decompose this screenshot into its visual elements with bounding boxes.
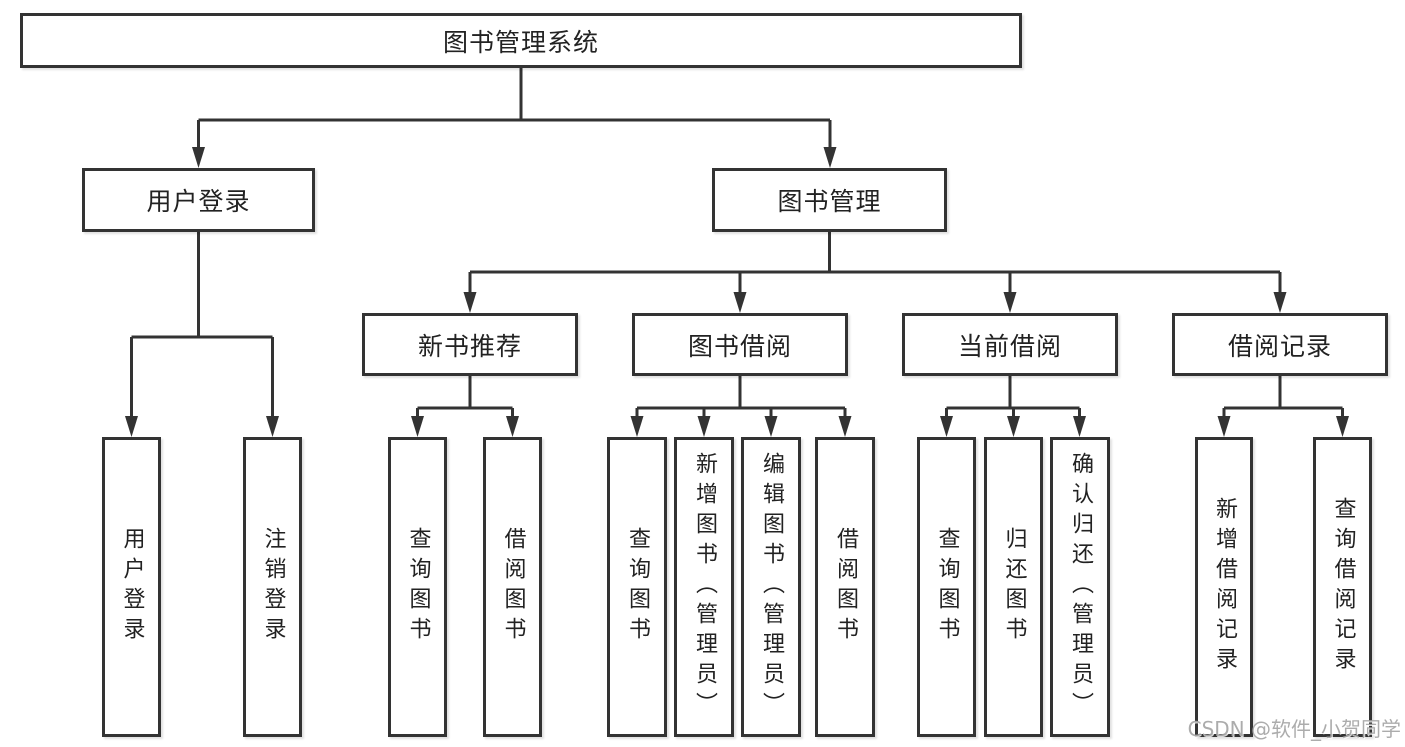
node-label: 新增借阅记录 [1212,497,1237,677]
node-nb-query-book: 查询图书 [388,437,447,737]
edge-root-to-level2 [192,68,837,168]
arrow-down-icon [940,416,953,437]
node-label: 用户登录 [146,187,251,216]
node-label: 查询借阅记录 [1330,497,1356,677]
node-bb-add-book: 新增图书（管理员） [674,437,734,737]
node-leaf-user-login: 用户登录 [102,437,161,737]
node-label: 新增图书（管理员） [692,452,717,722]
edge-current-borrow-to-leaves [940,376,1086,437]
edge-borrow-record-to-leaves [1217,376,1349,437]
node-label: 用户登录 [119,527,145,647]
node-leaf-logout: 注销登录 [243,437,302,737]
node-label: 编辑图书（管理员） [759,452,784,722]
arrow-down-icon [1073,416,1086,437]
arrow-down-icon [1007,416,1020,437]
node-new-book-rec: 新书推荐 [362,313,578,376]
node-label: 查询图书 [405,527,431,647]
arrow-down-icon [266,416,279,437]
edge-user-login-to-leaves [125,232,279,437]
node-label: 图书管理系统 [442,27,599,57]
node-bb-query-book: 查询图书 [607,437,667,737]
arrow-down-icon [192,147,205,168]
arrow-down-icon [1003,292,1017,313]
arrow-down-icon [1217,416,1231,437]
node-label: 查询图书 [625,527,650,647]
arrow-down-icon [411,416,424,437]
arrow-down-icon [630,416,644,437]
node-label: 新书推荐 [417,331,522,361]
node-label: 图书借阅 [687,331,792,361]
node-label: 当前借阅 [957,331,1062,361]
arrow-down-icon [463,292,477,313]
node-br-query-record: 查询借阅记录 [1313,437,1372,737]
node-label: 查询图书 [934,527,960,647]
node-book-mgmt: 图书管理 [712,168,947,232]
node-current-borrow: 当前借阅 [902,313,1118,376]
node-cb-query-book: 查询图书 [917,437,976,737]
node-bb-edit-book: 编辑图书（管理员） [741,437,801,737]
arrow-down-icon [1336,416,1349,437]
node-label: 借阅图书 [500,527,526,647]
edge-book-borrow-to-leaves [630,376,852,437]
node-label: 注销登录 [260,527,286,647]
node-label: 确认归还（管理员） [1068,452,1093,722]
node-label: 归还图书 [1001,527,1027,647]
node-nb-borrow-book: 借阅图书 [483,437,542,737]
node-book-borrow: 图书借阅 [632,313,848,376]
arrow-down-icon [1273,292,1287,313]
node-cb-return-book: 归还图书 [984,437,1043,737]
arrow-down-icon [733,292,747,313]
arrow-down-icon [506,416,519,437]
watermark: CSDN @软件_小贺同学 [1187,717,1401,741]
edge-book-mgmt-to-level3 [463,232,1287,313]
node-label: 图书管理 [777,187,882,216]
node-cb-confirm-return: 确认归还（管理员） [1050,437,1110,737]
arrow-down-icon [838,416,852,437]
arrow-down-icon [125,416,138,437]
arrow-down-icon [764,416,778,437]
node-bb-borrow-book: 借阅图书 [815,437,875,737]
edge-new-book-rec-to-leaves [411,376,519,437]
arrow-down-icon [823,147,837,168]
node-br-add-record: 新增借阅记录 [1195,437,1253,737]
node-label: 借阅记录 [1227,331,1332,361]
arrow-down-icon [697,416,711,437]
node-label: 借阅图书 [833,527,858,647]
node-user-login: 用户登录 [82,168,315,232]
node-borrow-record: 借阅记录 [1172,313,1388,376]
node-root: 图书管理系统 [20,13,1022,68]
